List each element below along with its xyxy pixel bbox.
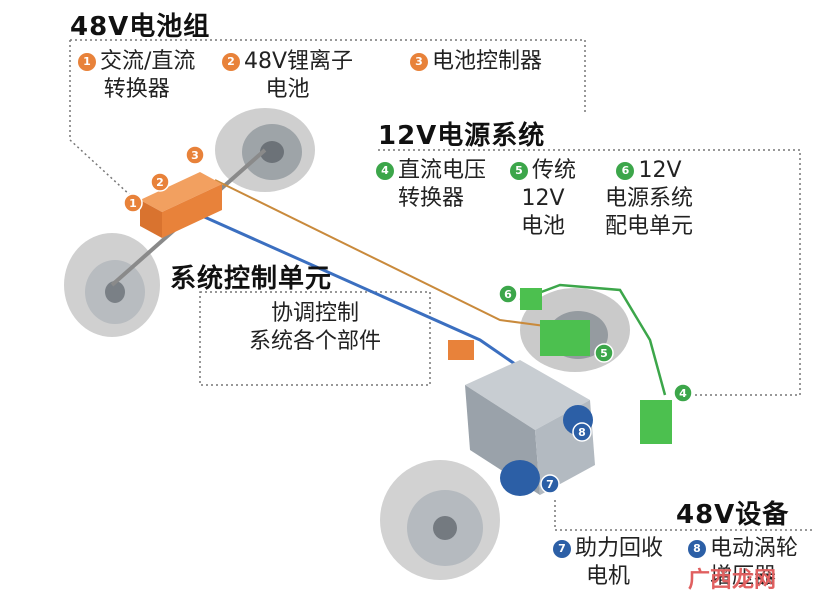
diagram-marker-2 — [150, 172, 170, 192]
power-12v-title: 12V电源系统 — [378, 121, 546, 151]
badge-2: 2 — [222, 53, 240, 71]
battery-12v — [540, 320, 590, 356]
wheel-front-left — [380, 460, 500, 580]
diagram-marker-label-8: 8 — [578, 426, 586, 439]
diagram-marker-label-3: 3 — [191, 149, 199, 162]
battery-group-title: 48V电池组 — [70, 12, 211, 42]
battery-group-callout — [69, 39, 586, 196]
badge-7: 7 — [553, 540, 571, 558]
diagram-marker-6 — [498, 284, 518, 304]
badge-8: 8 — [688, 540, 706, 558]
diagram-marker-label-4: 4 — [679, 387, 687, 400]
diagram-marker-8 — [572, 422, 592, 442]
diagram-marker-4 — [673, 383, 693, 403]
equipment-48v-callout — [554, 500, 812, 531]
distribution-unit — [520, 288, 542, 310]
diagram-marker-label-2: 2 — [156, 176, 164, 189]
control-unit-desc: 协调控制 系统各个部件 — [248, 301, 381, 354]
power-12v-callout — [378, 149, 801, 396]
diagram-marker-1 — [123, 193, 143, 213]
diagram-marker-label-1: 1 — [129, 197, 137, 210]
control-module — [448, 340, 474, 360]
diagram-marker-5 — [594, 343, 614, 363]
assist-motor — [500, 460, 540, 496]
green-cable — [519, 283, 667, 396]
dc-converter — [640, 400, 672, 444]
badge-4: 4 — [376, 162, 394, 180]
watermark: 广西龙网 — [688, 568, 777, 593]
equipment-48v-title: 48V设备 — [676, 500, 790, 530]
control-unit-title: 系统控制单元 — [170, 264, 333, 294]
badge-3: 3 — [410, 53, 428, 71]
badge-6: 6 — [616, 162, 635, 180]
diagram-marker-3 — [185, 145, 205, 165]
badge-1: 1 — [78, 53, 96, 71]
diagram-marker-label-6: 6 — [504, 288, 512, 301]
battery-pack — [140, 172, 222, 238]
diagram-marker-7 — [540, 474, 560, 494]
diagram-marker-label-5: 5 — [600, 347, 608, 360]
diagram-marker-label-7: 7 — [546, 478, 554, 491]
badge-5: 5 — [510, 162, 528, 180]
